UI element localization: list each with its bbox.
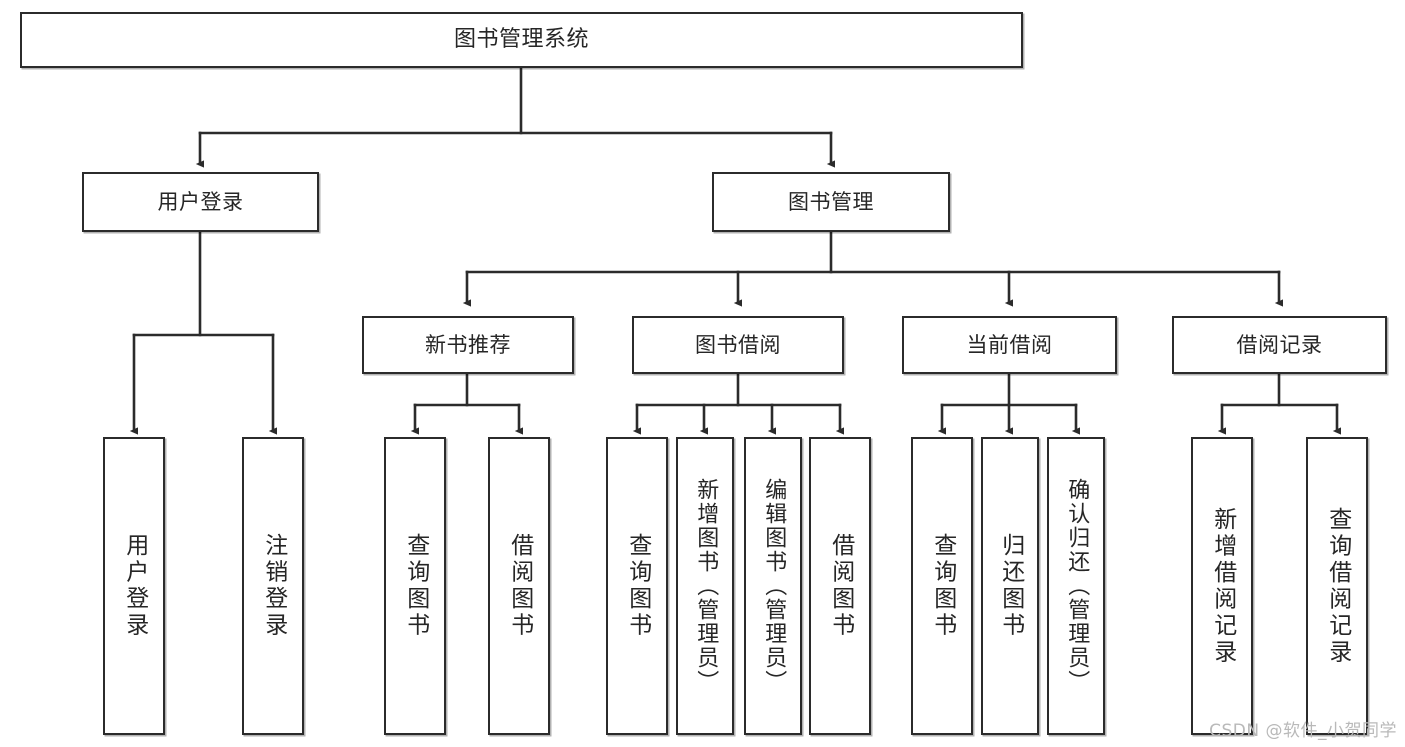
node-current-borrow[interactable]: 当前借阅 bbox=[902, 316, 1117, 374]
node-root-system[interactable]: 图书管理系统 bbox=[20, 12, 1023, 68]
node-label: 借阅图书 bbox=[506, 533, 533, 639]
node-label: 新增借阅记录 bbox=[1209, 506, 1236, 666]
node-book-management[interactable]: 图书管理 bbox=[712, 172, 950, 232]
node-label: 确认归还（管理员） bbox=[1064, 478, 1090, 694]
node-label: 查询借阅记录 bbox=[1324, 506, 1351, 666]
node-label: 用户登录 bbox=[121, 533, 148, 639]
node-leaf-confirm-return-admin[interactable]: 确认归还（管理员） bbox=[1047, 437, 1105, 735]
node-leaf-edit-book-admin[interactable]: 编辑图书（管理员） bbox=[744, 437, 802, 735]
node-leaf-return-book[interactable]: 归还图书 bbox=[981, 437, 1039, 735]
node-leaf-query-borrow-record[interactable]: 查询借阅记录 bbox=[1306, 437, 1368, 735]
node-leaf-query-book-newbook[interactable]: 查询图书 bbox=[384, 437, 446, 735]
node-label: 注销登录 bbox=[260, 533, 287, 639]
node-label: 借阅记录 bbox=[1236, 332, 1323, 357]
node-label: 用户登录 bbox=[157, 189, 244, 214]
node-label: 查询图书 bbox=[624, 533, 651, 639]
node-user-login[interactable]: 用户登录 bbox=[82, 172, 319, 232]
node-leaf-logout[interactable]: 注销登录 bbox=[242, 437, 304, 735]
node-label: 图书管理 bbox=[788, 189, 874, 214]
node-leaf-user-login[interactable]: 用户登录 bbox=[103, 437, 165, 735]
node-leaf-borrow-book-newbook[interactable]: 借阅图书 bbox=[488, 437, 550, 735]
node-book-borrow[interactable]: 图书借阅 bbox=[632, 316, 844, 374]
node-label: 图书借阅 bbox=[695, 332, 781, 357]
node-leaf-query-book-current[interactable]: 查询图书 bbox=[911, 437, 973, 735]
node-label: 归还图书 bbox=[997, 533, 1024, 639]
node-label: 新书推荐 bbox=[425, 332, 511, 357]
node-leaf-add-borrow-record[interactable]: 新增借阅记录 bbox=[1191, 437, 1253, 735]
node-leaf-query-book-borrow[interactable]: 查询图书 bbox=[606, 437, 668, 735]
csdn-watermark: CSDN @软件_小贺同学 bbox=[1209, 721, 1397, 741]
node-label: 借阅图书 bbox=[827, 533, 854, 639]
node-label: 当前借阅 bbox=[966, 332, 1053, 357]
node-leaf-borrow-book[interactable]: 借阅图书 bbox=[809, 437, 871, 735]
node-label: 图书管理系统 bbox=[453, 27, 589, 53]
node-label: 新增图书（管理员） bbox=[693, 478, 719, 694]
node-label: 查询图书 bbox=[929, 533, 956, 639]
node-new-book-recommend[interactable]: 新书推荐 bbox=[362, 316, 574, 374]
node-label: 查询图书 bbox=[402, 533, 429, 639]
node-label: 编辑图书（管理员） bbox=[761, 478, 787, 694]
node-leaf-add-book-admin[interactable]: 新增图书（管理员） bbox=[676, 437, 734, 735]
node-borrow-record[interactable]: 借阅记录 bbox=[1172, 316, 1387, 374]
